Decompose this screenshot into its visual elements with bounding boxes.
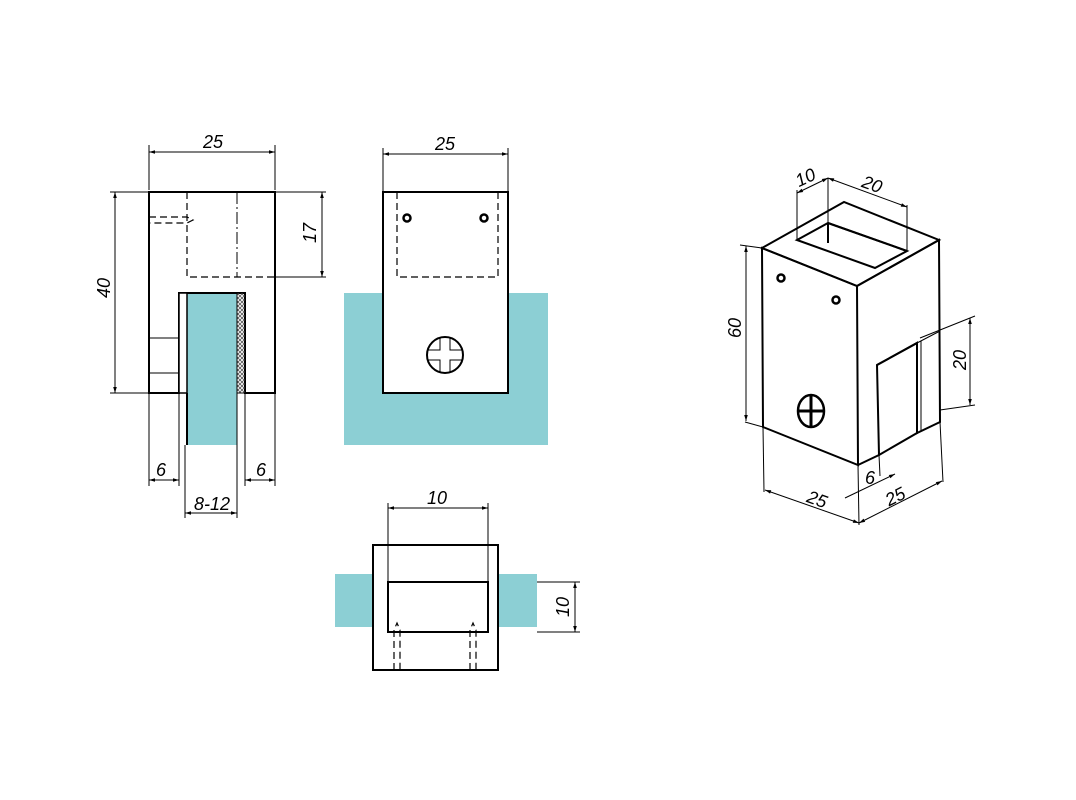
screw-hole-icon: [479, 213, 489, 223]
gasket-strip: [236, 292, 246, 394]
dim-right-wall: 6: [256, 460, 267, 480]
screw-hole-icon: [831, 295, 841, 305]
dim-left-wall: 6: [156, 460, 167, 480]
dim-height: 60: [725, 318, 745, 338]
dim-width: 25: [434, 134, 456, 154]
dim-wall: 6: [865, 468, 876, 488]
isometric-view: 10 20 60 20 25 25 6: [725, 164, 976, 526]
screw-hole-icon: [776, 273, 786, 283]
dim-height: 40: [94, 278, 114, 298]
glass-right: [498, 574, 537, 627]
side-view: 25 40 17 6 6 8-12: [94, 132, 326, 518]
dim-slot-width: 10: [427, 488, 447, 508]
dim-glass-range: 8-12: [194, 494, 230, 514]
front-view: 25: [344, 134, 548, 445]
glass-panel: [344, 293, 548, 445]
dim-slot-height: 20: [950, 350, 970, 371]
dim-slot-depth: 17: [300, 222, 320, 243]
phillips-screw-icon: [796, 393, 826, 429]
dim-hole-a: 10: [792, 164, 819, 191]
dim-glass-depth: 10: [553, 597, 573, 617]
set-screw-hole: [149, 216, 195, 224]
dim-hole-b: 20: [858, 171, 885, 197]
dim-width-right: 25: [881, 483, 910, 511]
dim-width: 25: [202, 132, 224, 152]
glass-left: [335, 574, 373, 627]
bottom-view: 10 10: [335, 488, 580, 671]
phillips-screw-icon: [426, 336, 464, 374]
glass-panel: [187, 293, 237, 445]
screw-hole-icon: [402, 213, 412, 223]
dim-width-left: 25: [803, 486, 831, 512]
pressure-plate: [178, 292, 188, 394]
